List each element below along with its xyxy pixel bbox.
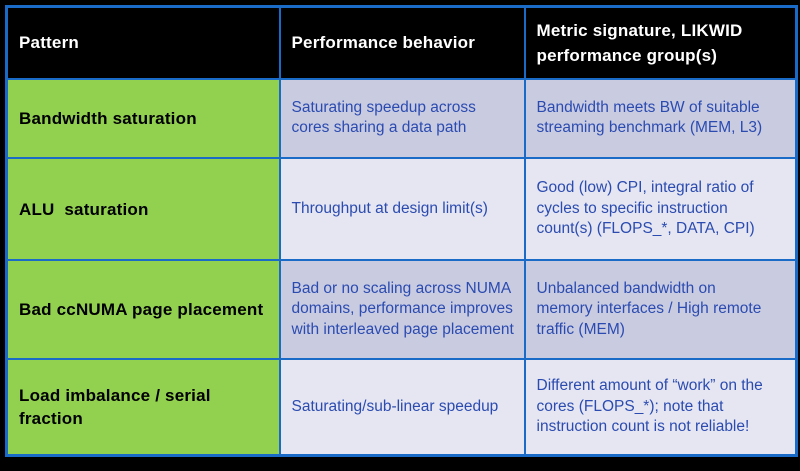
pattern-cell: Bad ccNUMA page placement: [5, 258, 281, 361]
pattern-cell: Bandwidth saturation: [5, 77, 281, 160]
table-row-bad-ccnuma-page-placement: Bad ccNUMA page placement Bad or no scal…: [5, 258, 798, 361]
signature-cell: Different amount of “work” on the cores …: [523, 358, 798, 457]
column-header-metric-signature: Metric signature, LIKWID performance gro…: [523, 5, 798, 80]
table-row-load-imbalance: Load imbalance / serial fraction Saturat…: [5, 358, 798, 457]
table-row-alu-saturation: ALU saturation Throughput at design limi…: [5, 157, 798, 261]
pattern-cell: Load imbalance / serial fraction: [5, 358, 281, 457]
performance-patterns-table: Pattern Performance behavior Metric sign…: [5, 5, 798, 457]
table-row-bandwidth-saturation: Bandwidth saturation Saturating speedup …: [5, 77, 798, 160]
signature-cell: Bandwidth meets BW of suitable streaming…: [523, 77, 798, 160]
behavior-cell: Saturating/sub-linear speedup: [278, 358, 526, 457]
column-header-performance-behavior: Performance behavior: [278, 5, 526, 80]
behavior-cell: Throughput at design limit(s): [278, 157, 526, 261]
behavior-cell: Saturating speedup across cores sharing …: [278, 77, 526, 160]
header-row: Pattern Performance behavior Metric sign…: [5, 5, 798, 80]
signature-cell: Good (low) CPI, integral ratio of cycles…: [523, 157, 798, 261]
pattern-cell: ALU saturation: [5, 157, 281, 261]
signature-cell: Unbalanced bandwidth on memory interface…: [523, 258, 798, 361]
behavior-cell: Bad or no scaling across NUMA domains, p…: [278, 258, 526, 361]
column-header-pattern: Pattern: [5, 5, 281, 80]
